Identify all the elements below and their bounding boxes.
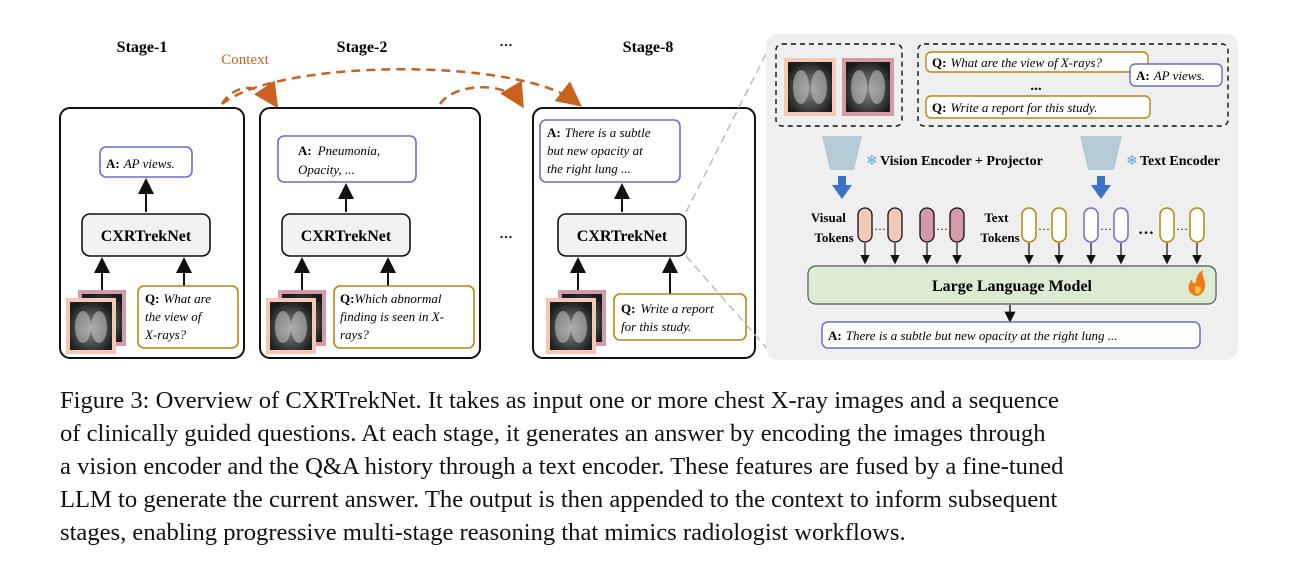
stage-8-answer: A:There is a subtle but new opacity at t… <box>547 125 654 176</box>
stage-1-title: Stage-1 <box>117 39 168 56</box>
visual-tokens <box>857 207 965 243</box>
token-ellipses: … … … … … … <box>874 219 1188 238</box>
llm-output: A:There is a subtle but new opacity at t… <box>828 328 1118 343</box>
overview-figure: Stage-1 Stage-2 ... Stage-8 Context ... … <box>59 30 1238 360</box>
svg-text:…: … <box>1038 219 1050 233</box>
stage-2-answer: A:Pneumonia, Opacity, ... <box>298 143 383 177</box>
stage-1-xray-stack <box>66 290 126 354</box>
visual-tokens-label: Visual Tokens <box>811 210 854 245</box>
fire-icon <box>1188 270 1206 296</box>
llm-box <box>807 265 1217 305</box>
stage-1-model: CXRTrekNet <box>101 228 192 245</box>
text-encoder-shape <box>1080 136 1122 170</box>
stage-8-model-box <box>557 213 687 257</box>
stage-1-question-box <box>137 285 239 349</box>
stage-1-answer: A:AP views. <box>106 156 175 171</box>
stage-8-question: Q:Write a report for this study. <box>621 301 717 334</box>
text-encoder-label: Text Encoder <box>1140 154 1220 169</box>
text-encoder-snowflake-icon: ❄ <box>1126 154 1138 169</box>
stage-2-model-box <box>281 213 411 257</box>
llm-output-box <box>821 321 1201 349</box>
caption-line: a vision encoder and the Q&A history thr… <box>60 453 1064 480</box>
stage-2-xray-stack <box>266 290 326 354</box>
stage-8-question-box <box>613 293 747 341</box>
context-label: Context <box>221 52 269 68</box>
stage-2-question: Q:Which abnormal finding is seen in X- r… <box>340 291 447 342</box>
vision-down-arrow <box>832 176 852 199</box>
figure-caption: Figure 3: Overview of CXRTrekNet. It tak… <box>60 384 1250 549</box>
caption-line: stages, enabling progressive multi-stage… <box>60 519 906 546</box>
qa-history-a1: A:AP views. <box>1136 68 1205 83</box>
stage-1-answer-box <box>99 146 193 178</box>
qa-history-q1: Q:What are the view of X-rays? <box>932 55 1102 70</box>
input-xray-1 <box>784 58 836 116</box>
svg-text:…: … <box>936 219 948 233</box>
stage-1-model-box <box>81 213 211 257</box>
stage-middle-ellipsis: ... <box>499 222 513 242</box>
vision-encoder-shape <box>822 136 862 170</box>
stage-8-answer-box <box>539 119 681 183</box>
svg-text:…: … <box>1100 219 1112 233</box>
svg-text:…: … <box>874 219 886 233</box>
stage-2-question-box <box>333 285 475 349</box>
stage-8-model: CXRTrekNet <box>577 228 668 245</box>
caption-line: of clinically guided questions. At each … <box>60 420 1046 447</box>
stage-2-title: Stage-2 <box>337 39 388 56</box>
text-tokens-label: Text Tokens <box>980 210 1019 245</box>
zoom-line-top <box>685 45 771 213</box>
stage-8-title: Stage-8 <box>623 39 674 56</box>
svg-text:…: … <box>1176 219 1188 233</box>
qa-history-box <box>917 43 1229 127</box>
text-tokens <box>1021 207 1205 243</box>
zoom-line-bottom <box>685 255 771 353</box>
stage-2-model: CXRTrekNet <box>301 228 392 245</box>
input-xray-2 <box>842 58 894 116</box>
vision-encoder-snowflake-icon: ❄ <box>866 154 878 169</box>
qa-history-dots: ... <box>1030 78 1042 94</box>
text-down-arrow <box>1091 176 1111 199</box>
stages-ellipsis: ... <box>499 30 513 50</box>
token-arrows <box>860 243 1202 265</box>
stage-1-question: Q:What are the view of X-rays? <box>144 291 214 342</box>
qa-history-q2: Q:Write a report for this study. <box>932 100 1097 115</box>
caption-line: LLM to generate the current answer. The … <box>60 486 1058 513</box>
context-arrows <box>220 68 582 109</box>
caption-line: Figure 3: Overview of CXRTrekNet. It tak… <box>60 387 1059 414</box>
llm-label: Large Language Model <box>932 278 1093 295</box>
stage-8-xray-stack <box>546 290 606 354</box>
svg-text:…: … <box>1138 221 1154 238</box>
image-input-box <box>775 43 903 127</box>
vision-encoder-label: Vision Encoder + Projector <box>880 154 1043 169</box>
stage-2-answer-box <box>277 135 417 183</box>
